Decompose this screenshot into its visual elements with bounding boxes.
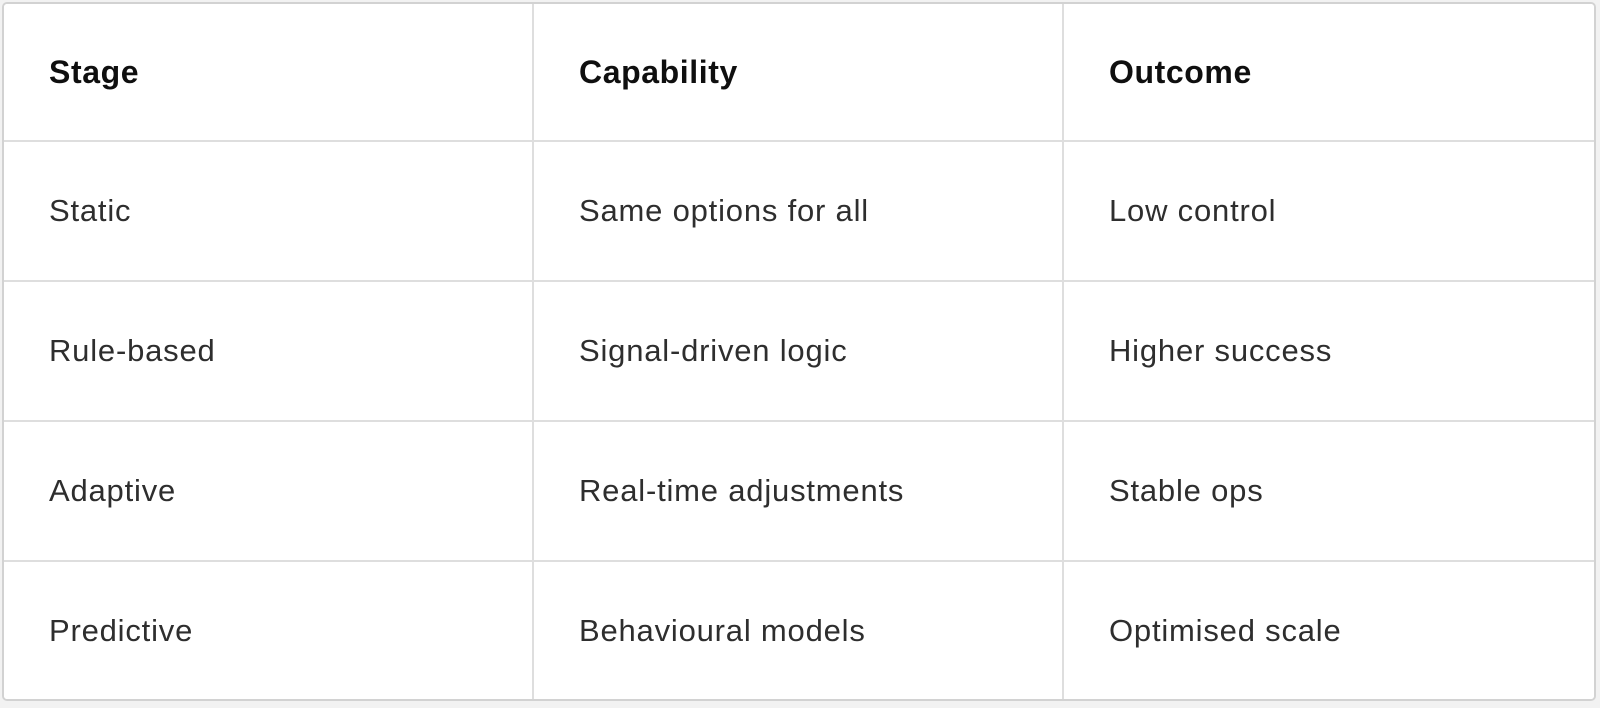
cell-text: Low control xyxy=(1109,193,1277,228)
table-row-predictive-outcome-cell: Optimised scale xyxy=(1064,562,1594,699)
table-row-rule-based-outcome-cell: Higher success xyxy=(1064,282,1594,422)
table-row-rule-based-stage-cell: Rule-based xyxy=(4,282,534,422)
cell-text: Static xyxy=(49,193,132,228)
column-header-outcome: Outcome xyxy=(1064,4,1594,142)
cell-text: Adaptive xyxy=(49,473,177,508)
cell-text: Real-time adjustments xyxy=(579,473,905,508)
cell-text: Predictive xyxy=(49,612,194,648)
table-row-predictive-capability-cell: Behavioural models xyxy=(534,562,1064,699)
cell-text: Rule-based xyxy=(49,333,216,368)
cell-text: Behavioural models xyxy=(579,612,866,648)
cell-text: Stable ops xyxy=(1109,473,1264,508)
cell-text: Higher success xyxy=(1109,333,1333,368)
table-row-static-outcome-cell: Low control xyxy=(1064,142,1594,282)
table-row-adaptive-stage-cell: Adaptive xyxy=(4,422,534,562)
cell-text: Optimised scale xyxy=(1109,612,1342,648)
table-row-predictive-stage-cell: Predictive xyxy=(4,562,534,699)
table-row-static-capability-cell: Same options for all xyxy=(534,142,1064,282)
column-header-outcome-label: Outcome xyxy=(1109,53,1252,90)
column-header-capability-label: Capability xyxy=(579,53,738,90)
table-row-adaptive-capability-cell: Real-time adjustments xyxy=(534,422,1064,562)
column-header-capability: Capability xyxy=(534,4,1064,142)
column-header-stage: Stage xyxy=(4,4,534,142)
table-row-adaptive-outcome-cell: Stable ops xyxy=(1064,422,1594,562)
column-header-stage-label: Stage xyxy=(49,53,140,90)
table-row-static-stage-cell: Static xyxy=(4,142,534,282)
cell-text: Same options for all xyxy=(579,193,869,228)
table-row-rule-based-capability-cell: Signal-driven logic xyxy=(534,282,1064,422)
cell-text: Signal-driven logic xyxy=(579,333,848,368)
